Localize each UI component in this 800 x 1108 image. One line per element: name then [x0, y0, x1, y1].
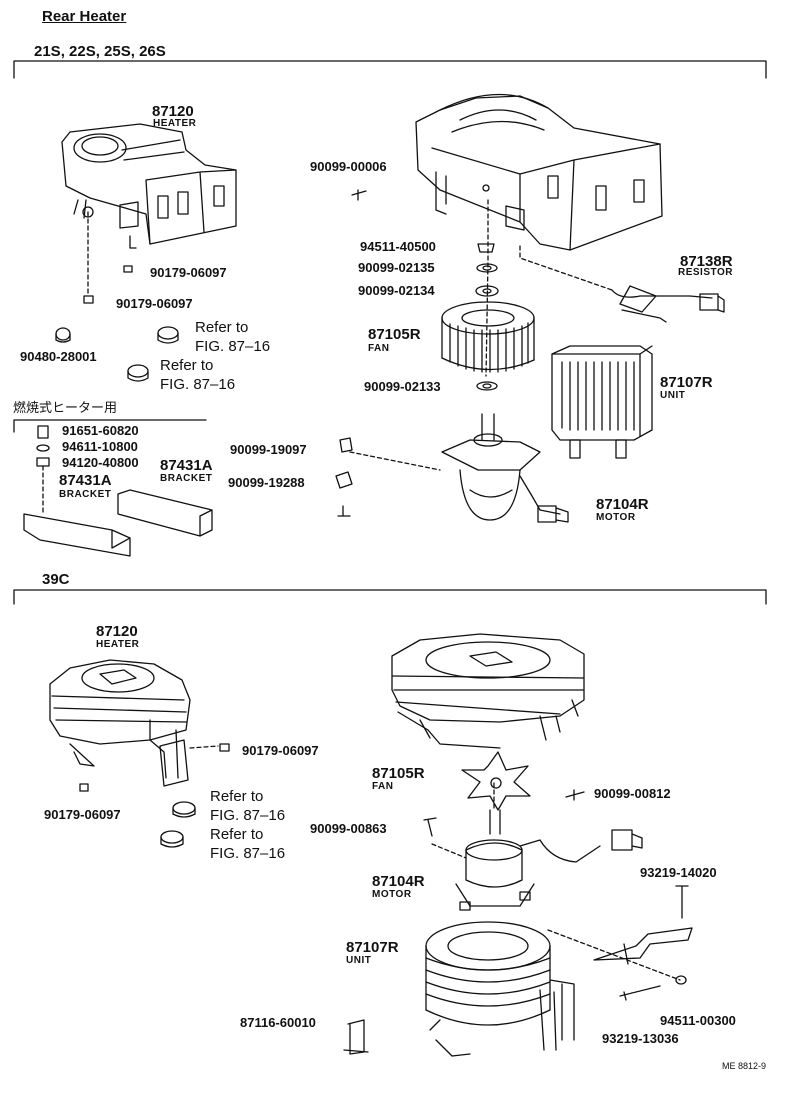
motor-drawing [349, 413, 569, 523]
screw-00863-label: 90099-00863 [310, 821, 387, 836]
nut-b3-label: 94120-40800 [62, 455, 139, 470]
unit-number: 87107R [660, 374, 713, 391]
collar-19097-label: 90099-19097 [230, 442, 307, 457]
bracket-a-name: BRACKET [59, 489, 112, 500]
nut-b2-label: 90179-06097 [44, 807, 121, 822]
motor-b-name: MOTOR [372, 889, 412, 900]
resistor-number: 87138R [680, 253, 733, 270]
collar-19288-label: 90099-19288 [228, 475, 305, 490]
fan-b-drawing [423, 751, 585, 837]
heater-a-name: HEATER [153, 118, 197, 129]
bracket-group-drawing [13, 419, 213, 557]
section-b-title: 39C [42, 571, 70, 588]
subgroup-title: 燃焼式ヒーター用 [13, 401, 118, 416]
nut-a2-label: 90179-06097 [116, 296, 193, 311]
heater-large-drawing [415, 93, 663, 377]
ref-b2-label: Refer to [210, 826, 264, 843]
bolt-14020-label: 93219-14020 [640, 865, 717, 880]
heater-small-drawing [61, 123, 237, 304]
bracket-b-number: 87431A [160, 457, 213, 474]
ref-b1-figure: FIG. 87–16 [210, 807, 286, 824]
washer-02133-label: 90099-02133 [364, 379, 441, 394]
heater-b-number: 87120 [96, 623, 138, 640]
bracket-a-number: 87431A [59, 472, 112, 489]
unit-b-name: UNIT [346, 955, 372, 966]
motor-b-drawing [431, 779, 643, 911]
ref-a1-figure: FIG. 87–16 [195, 338, 271, 355]
screw-00812-label: 90099-00812 [594, 786, 671, 801]
motor-name: MOTOR [596, 512, 636, 523]
heater-b-large-drawing [391, 633, 585, 749]
bolt-b1-label: 91651-60820 [62, 423, 139, 438]
bolt-13036-label: 93219-13036 [602, 1031, 679, 1046]
ref-a1-label: Refer to [195, 319, 249, 336]
motor-b-number: 87104R [372, 873, 425, 890]
grommet-drawing [55, 326, 179, 382]
ref-b1-label: Refer to [210, 788, 264, 805]
section-a-title: 21S, 22S, 25S, 26S [34, 43, 166, 60]
fan-drawing [441, 301, 535, 373]
unit-b-number: 87107R [346, 939, 399, 956]
screw-top-label: 90099-00006 [310, 159, 387, 174]
heater-b-small-drawing [49, 659, 230, 848]
grommet-a-label: 90480-28001 [20, 349, 97, 364]
nut-b1-label: 90179-06097 [242, 743, 319, 758]
motor-number: 87104R [596, 496, 649, 513]
ref-b2-figure: FIG. 87–16 [210, 845, 286, 862]
washer-02135-label: 90099-02135 [358, 260, 435, 275]
figure-code: ME 8812-9 [722, 1061, 767, 1071]
core-unit-drawing [551, 345, 653, 459]
fan-number: 87105R [368, 326, 421, 343]
frame-lower [13, 589, 767, 605]
fan-b-number: 87105R [372, 765, 425, 782]
page-title: Rear Heater [42, 8, 127, 25]
washer-b2-label: 94611-10800 [62, 439, 138, 454]
heater-a-number: 87120 [152, 103, 194, 120]
heater-b-name: HEATER [96, 639, 140, 650]
resistor-name: RESISTOR [678, 267, 733, 278]
clip-60010-label: 87116-60010 [240, 1015, 316, 1030]
washer-02134-label: 90099-02134 [358, 283, 435, 298]
fan-b-name: FAN [372, 781, 394, 792]
nut-a1-label: 90179-06097 [150, 265, 227, 280]
ref-a2-figure: FIG. 87–16 [160, 376, 236, 393]
unit-b-drawing [343, 921, 575, 1057]
ref-a2-label: Refer to [160, 357, 214, 374]
resistor-drawing [519, 245, 725, 323]
small-parts-upper [335, 189, 499, 517]
nut-94511-label: 94511-40500 [360, 239, 436, 254]
unit-name: UNIT [660, 390, 686, 401]
frame-upper [13, 60, 767, 79]
bracket-b-name: BRACKET [160, 473, 213, 484]
nut-00300-label: 94511-00300 [660, 1013, 736, 1028]
bracket-b-drawing [547, 885, 693, 1001]
fan-name: FAN [368, 343, 390, 354]
